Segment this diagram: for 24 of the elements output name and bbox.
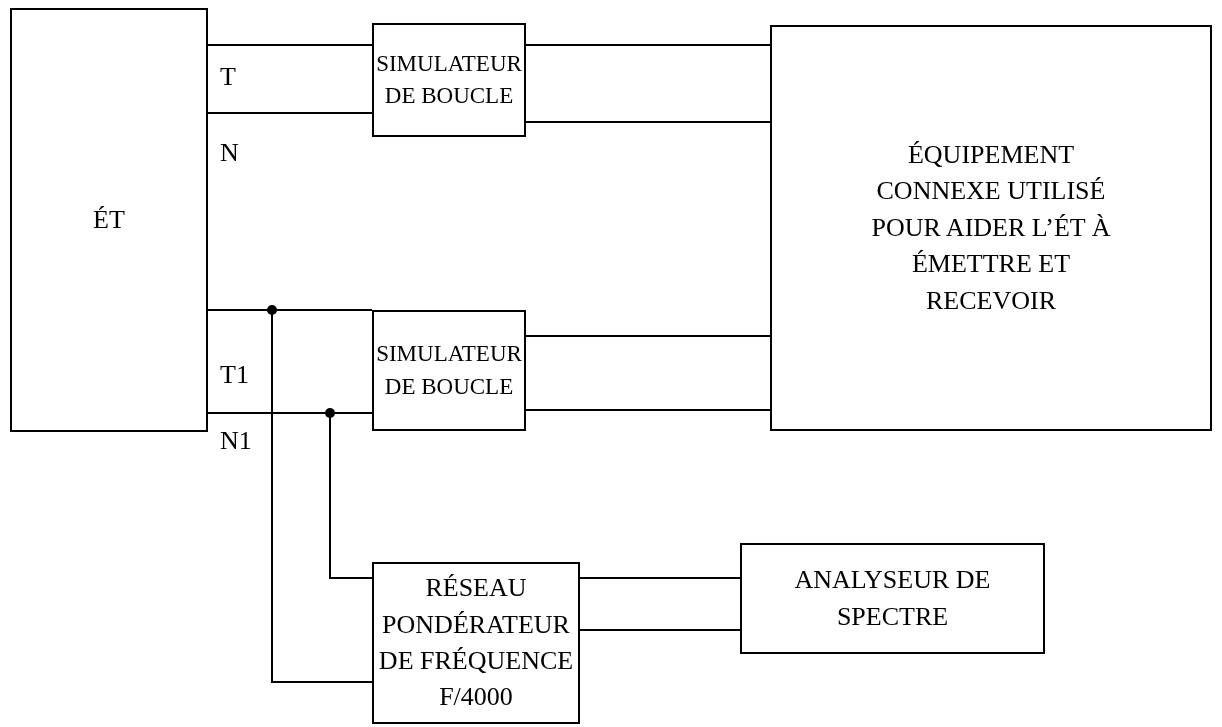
edge-label: N1 [220,428,252,454]
block-box [10,8,208,432]
block-box [372,562,580,724]
edge-label: N [220,140,239,166]
wire [525,44,771,46]
wire [525,121,771,123]
block-box [372,23,526,137]
block-box [770,25,1212,431]
block-label: RÉSEAU PONDÉRATEUR DE FRÉQUENCE F/4000 [377,572,575,714]
block-label: SIMULATEUR DE BOUCLE [375,49,523,110]
block-label: SIMULATEUR DE BOUCLE [375,340,523,401]
block-label: ÉQUIPEMENT CONNEXE UTILISÉ POUR AIDER L’ÉT À ÉMETTRE ET RECEVOIR [870,139,1112,317]
block-label: ANALYSEUR DE SPECTRE [793,564,992,633]
block-box [740,543,1045,654]
wire [579,577,741,579]
wire [525,409,771,411]
wire [579,629,741,631]
edge-label: T [220,64,236,90]
block-box [372,310,526,431]
wire [525,335,771,337]
edge-label: T1 [220,362,249,388]
wire [207,44,373,46]
wire [207,112,373,114]
block-label: ÉT [93,203,125,236]
